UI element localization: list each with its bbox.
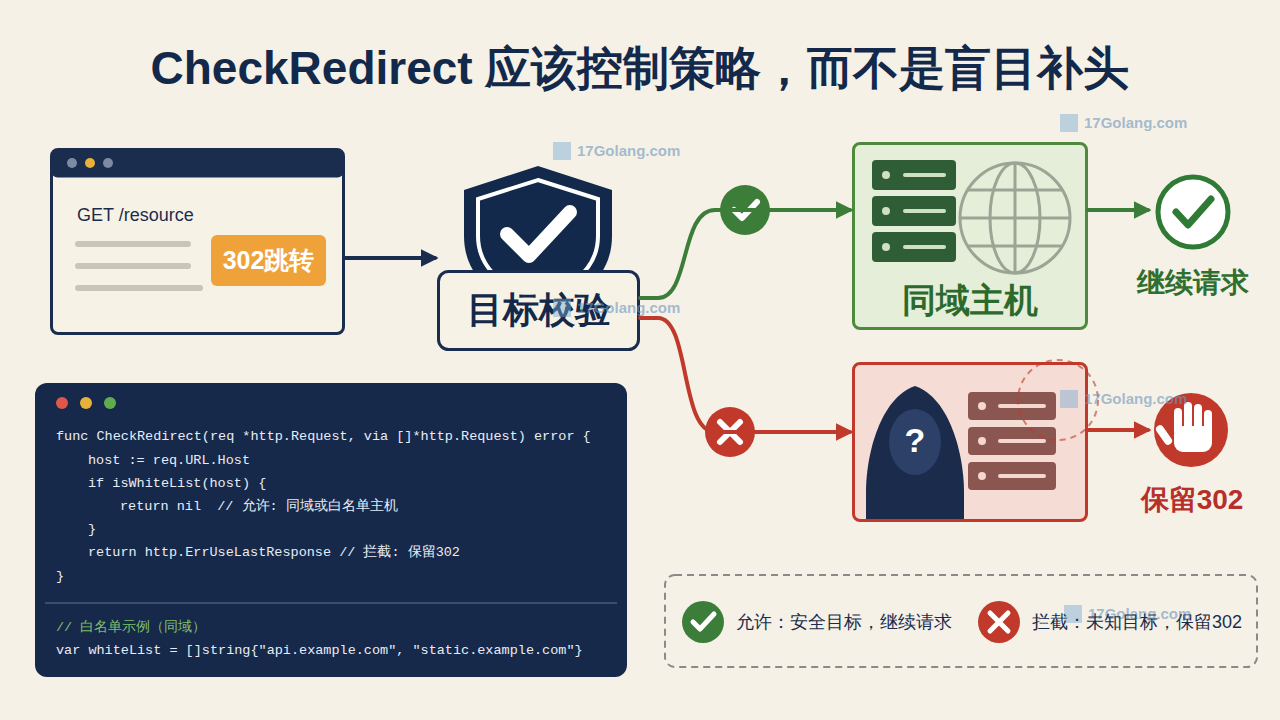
legend-cross-icon	[978, 601, 1020, 643]
code-line: // 白名单示例（同域）	[56, 618, 206, 638]
cross-badge	[705, 407, 755, 457]
node-label: 302跳转	[211, 235, 326, 286]
legend-text: 允许：安全目标，继续请求	[736, 610, 952, 634]
node-label: ?	[890, 418, 940, 462]
node-label: GET /resource	[77, 203, 194, 227]
success-icon	[1158, 177, 1228, 247]
code-line: var whiteList = []string{"api.example.co…	[56, 641, 583, 661]
connector-arrow	[640, 318, 850, 432]
code-line: host := req.URL.Host	[88, 451, 250, 471]
connector-arrow	[1088, 428, 1148, 432]
code-line: }	[88, 520, 96, 540]
check-badge	[720, 185, 770, 235]
connector-arrow	[345, 256, 435, 260]
watermark: 17Golang.com	[1060, 113, 1187, 133]
code-line: }	[56, 567, 64, 587]
code-panel: func CheckRedirect(req *http.Request, vi…	[35, 383, 627, 677]
code-line: return nil // 允许: 同域或白名单主机	[120, 497, 398, 517]
code-line: func CheckRedirect(req *http.Request, vi…	[56, 427, 591, 447]
code-line: return http.ErrUseLastResponse // 拦截: 保留…	[88, 543, 460, 563]
legend-text: 拦截：未知目标，保留302	[1032, 610, 1242, 634]
code-line: if isWhiteList(host) {	[88, 474, 266, 494]
watermark: 17Golang.com	[553, 141, 680, 161]
attacker-box: ?	[852, 362, 1088, 522]
legend-check-icon	[682, 601, 724, 643]
status-badge: 302跳转	[211, 235, 326, 286]
node-label: 同域主机	[852, 280, 1088, 320]
target-host-box: 同域主机	[852, 142, 1088, 330]
browser-window: GET /resource 302跳转	[50, 148, 345, 335]
result-icon: 继续请求	[1150, 172, 1236, 302]
legend-frame	[665, 575, 1257, 667]
connector-arrow	[1088, 208, 1148, 212]
node-label: 继续请求	[1130, 266, 1256, 300]
connector-arrow	[640, 210, 850, 298]
diagram-title: CheckRedirect 应该控制策略，而不是盲目补头	[0, 38, 1280, 98]
node-label: 保留302	[1130, 483, 1254, 517]
result-icon: 保留302	[1150, 395, 1234, 515]
watermark: 17Golang.com	[553, 298, 680, 318]
watermark: 17Golang.com	[1060, 389, 1187, 409]
check-shield: 目标校验	[437, 160, 640, 352]
